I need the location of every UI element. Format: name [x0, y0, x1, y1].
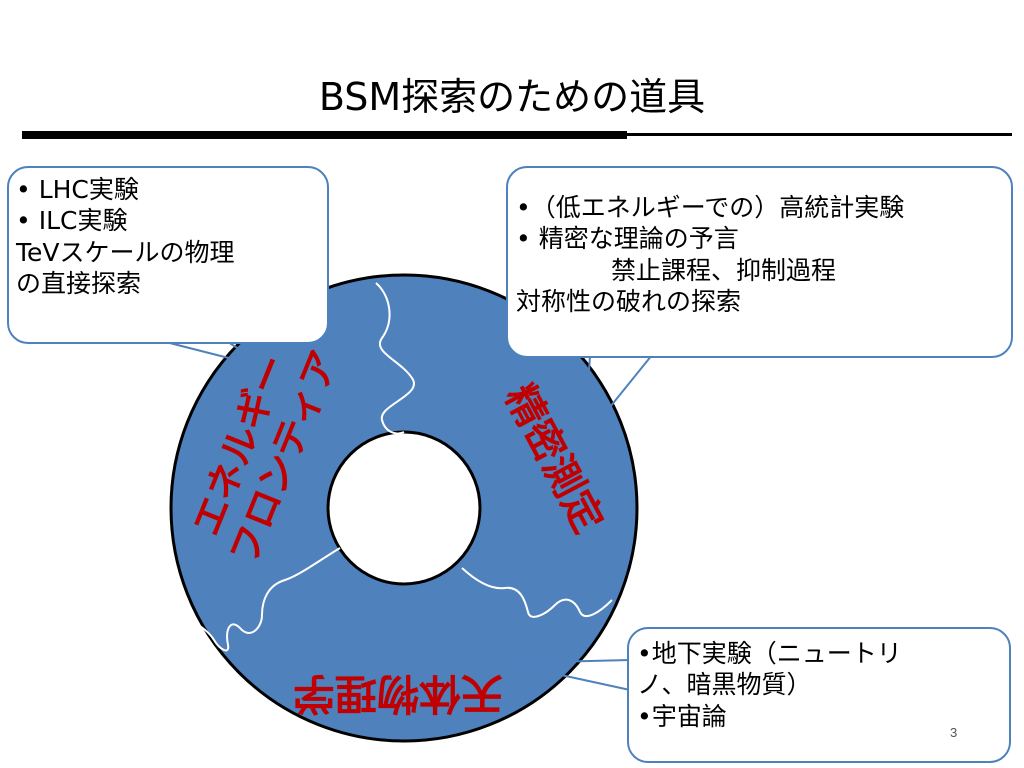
callout-energy-line: • ILC実験 [16, 206, 128, 236]
callout-astro-tail [505, 659, 631, 691]
callout-precision-line: 禁止課程、抑制過程 [611, 255, 837, 285]
callout-precision-line: •（低エネルギーでの）高統計実験 [516, 193, 905, 222]
callout-energy-text: • LHC実験 • ILC実験 TeVスケールの物理 の直接探索 [16, 174, 322, 299]
callout-precision-box [506, 166, 1013, 358]
callout-astro-line: •地下実験（ニュートリ [637, 639, 902, 668]
ring-label-astrophysics: 天体物理学 [293, 669, 503, 718]
callout-precision-line: 対称性の破れの探索 [516, 286, 742, 316]
page-number: 3 [950, 725, 958, 740]
callout-astro-line: •宇宙論 [637, 701, 727, 731]
sector-boundary-left [189, 547, 341, 652]
slide-title: BSM探索のための道具 [318, 75, 706, 119]
callout-astro-text: •地下実験（ニュートリ ノ、暗黒物質） •宇宙論 [637, 638, 1005, 732]
callout-energy-line: の直接探索 [16, 268, 142, 298]
callout-energy-line: • LHC実験 [16, 175, 139, 204]
callout-astro-box [627, 627, 1011, 763]
sector-boundary-top [375, 282, 415, 435]
callout-energy-box [7, 166, 329, 344]
sector-boundary-right [461, 567, 613, 618]
callout-precision-text: •（低エネルギーでの）高統計実験 • 精密な理論の予言 禁止課程、抑制過程 対称… [516, 192, 1010, 317]
callout-energy-tail [149, 337, 269, 369]
callout-precision-tail [583, 354, 653, 442]
ring-donut [169, 273, 639, 743]
title-underline-thick [22, 131, 627, 139]
callout-astro-line: ノ、暗黒物質） [637, 670, 812, 700]
callout-precision-line: • 精密な理論の予言 [516, 224, 739, 254]
callout-energy-line: TeVスケールの物理 [16, 237, 235, 267]
title-underline-thin [620, 133, 1012, 136]
